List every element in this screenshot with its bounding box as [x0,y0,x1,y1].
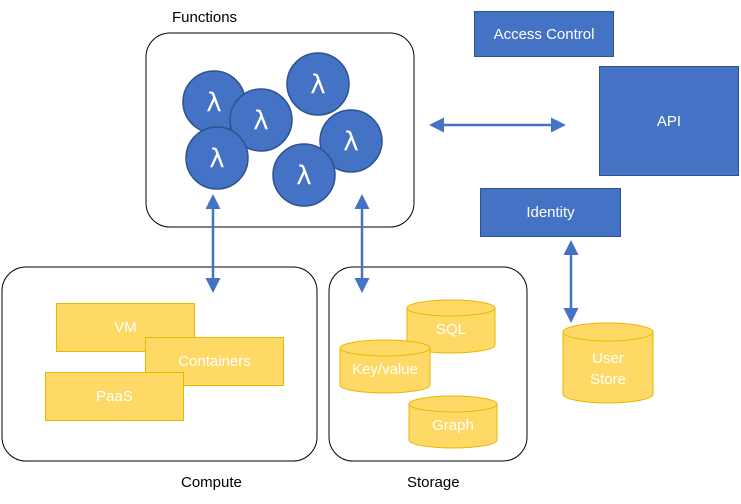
access-control-box: Access Control [474,11,614,57]
storage-title: Storage [407,474,460,491]
api-box: API [599,66,739,176]
lambda-circle [286,52,350,116]
graph-cylinder: Graph [408,395,498,449]
identity-box: Identity [480,188,621,237]
lambda-symbol: λ [253,106,268,136]
lambda-circle [185,126,249,190]
containers-box: Containers [145,337,284,386]
user-store-label-line1: User [592,350,624,367]
user-store-cylinder: User Store [562,322,654,404]
user-store-label-line2: Store [590,371,626,388]
lambda-symbol: λ [310,70,325,100]
lambda-circles: λ λ λ λ λ λ [182,52,383,207]
keyvalue-label: Key/value [352,361,418,378]
compute-title: Compute [181,474,242,491]
lambda-symbol: λ [206,88,221,118]
lambda-symbol: λ [296,161,311,191]
paas-box: PaaS [45,372,184,421]
lambda-circle [272,143,336,207]
functions-title: Functions [172,9,238,26]
sql-label: SQL [436,321,466,338]
lambda-circle [319,109,383,173]
sql-cylinder: SQL [406,299,496,354]
lambda-circle [229,88,293,152]
graph-label: Graph [432,417,474,434]
lambda-symbol: λ [343,127,358,157]
keyvalue-cylinder: Key/value [339,339,431,394]
lambda-symbol: λ [209,144,224,174]
